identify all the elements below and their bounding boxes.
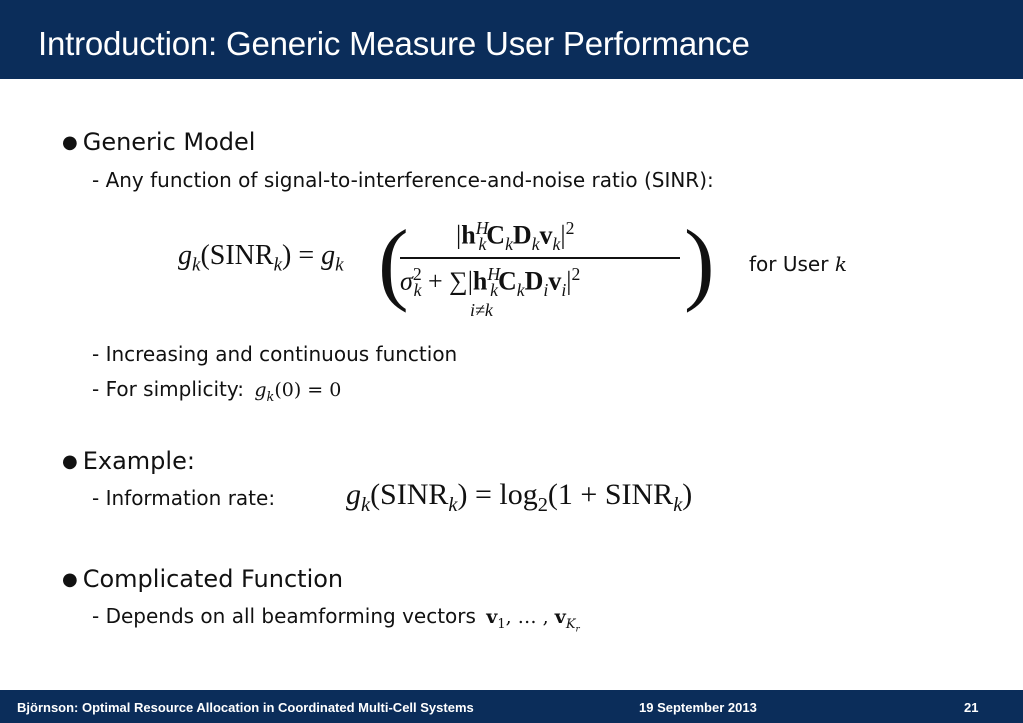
footer-bar: Björnson: Optimal Resource Allocation in… <box>0 690 1023 723</box>
slide-title: Introduction: Generic Measure User Perfo… <box>38 25 750 62</box>
bullet-example-text: Example: <box>82 447 195 475</box>
footer-date: 19 September 2013 <box>639 700 757 715</box>
sub-information-rate: - Information rate: <box>92 486 276 510</box>
rate-equation: gk(SINRk) = log2(1 + SINRk) <box>346 478 693 516</box>
bullet-example: ●Example: <box>62 447 195 475</box>
sub-any-function: - Any function of signal-to-interference… <box>92 168 714 192</box>
bullet-dot-icon: ● <box>62 132 78 153</box>
bullet-complicated-text: Complicated Function <box>82 565 344 593</box>
for-user-label: for User k <box>749 252 847 276</box>
title-bar: Introduction: Generic Measure User Perfo… <box>0 0 1023 79</box>
bullet-dot-icon: ● <box>62 569 78 590</box>
sub-depends: - Depends on all beamforming vectors v1,… <box>92 604 580 635</box>
footer-page-number: 21 <box>964 700 979 715</box>
bullet-complicated: ●Complicated Function <box>62 565 343 593</box>
sub-simplicity: - For simplicity: gk(0) = 0 <box>92 377 342 405</box>
bullet-generic-model-text: Generic Model <box>82 128 256 156</box>
bullet-generic-model: ●Generic Model <box>62 128 255 156</box>
sub-increasing: - Increasing and continuous function <box>92 342 458 366</box>
footer-author-title: Björnson: Optimal Resource Allocation in… <box>17 700 474 715</box>
bullet-dot-icon: ● <box>62 451 78 472</box>
